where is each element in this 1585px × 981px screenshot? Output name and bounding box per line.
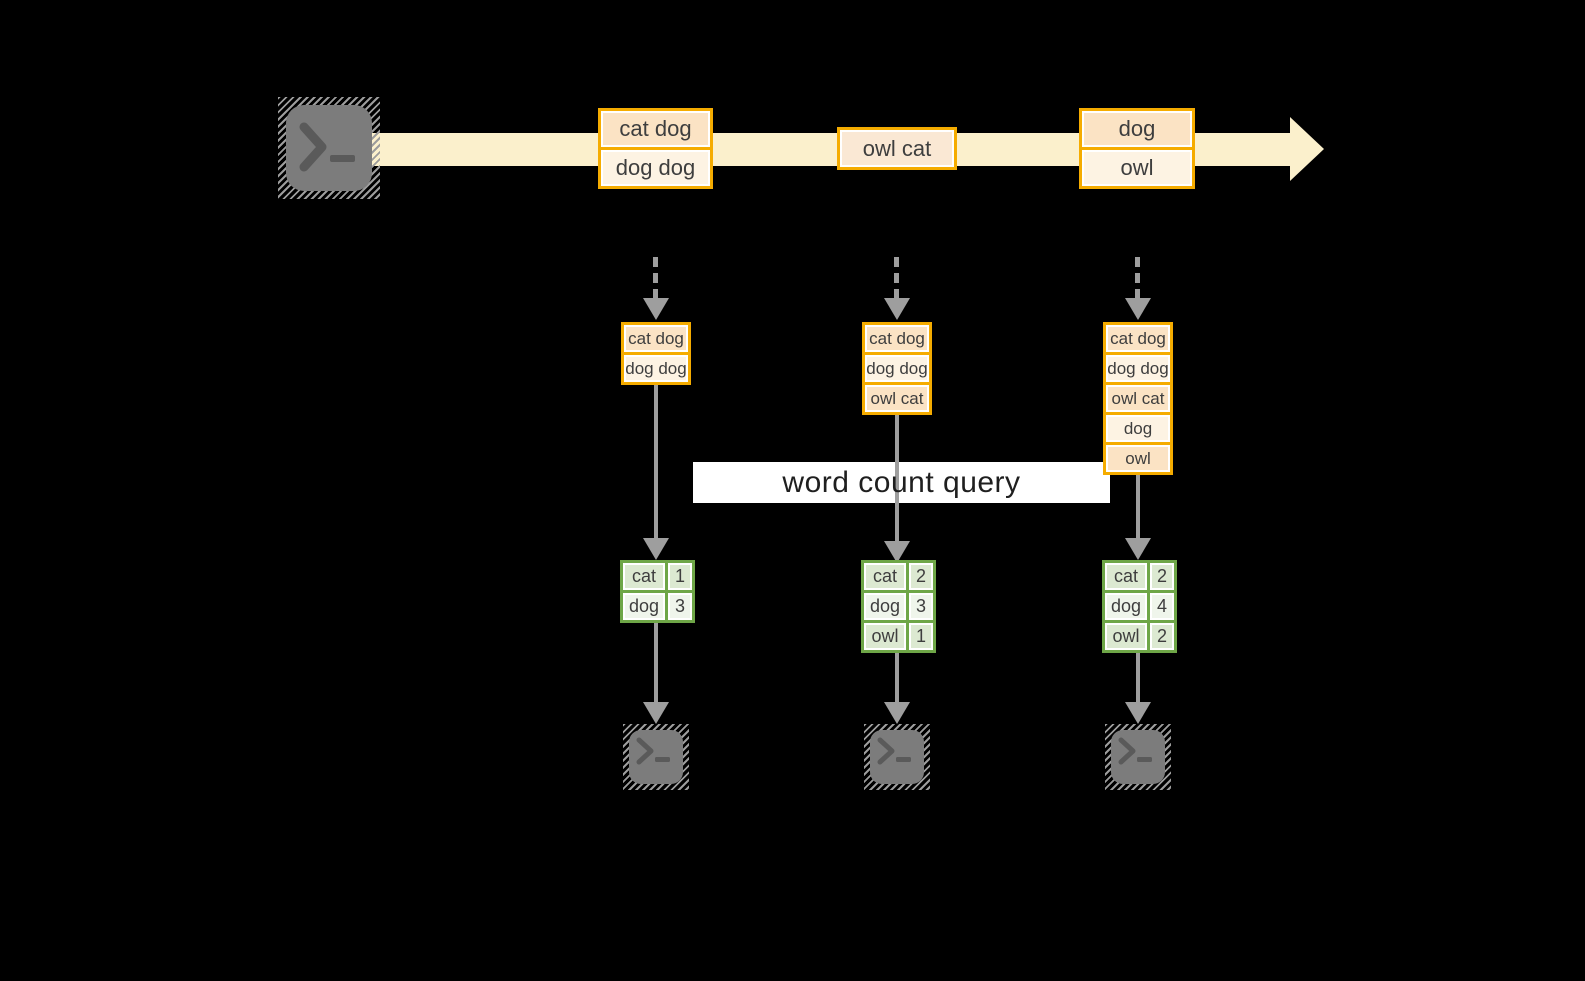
- table-row: cat 1: [620, 560, 695, 593]
- terminal-body: [629, 730, 683, 784]
- count-cell: 2: [1147, 620, 1177, 653]
- count-table-1: cat 1 dog 3: [620, 560, 695, 623]
- buffer-line: owl cat: [862, 382, 932, 415]
- buffer-line: dog: [1103, 412, 1173, 445]
- buffer-line: owl cat: [1103, 382, 1173, 415]
- buffer-stack-1: cat dog dog dog: [621, 322, 691, 385]
- terminal-prompt-icon: [1118, 737, 1152, 765]
- word-cell: owl: [1102, 620, 1150, 653]
- count-cell: 1: [665, 560, 695, 593]
- buffer-line: cat dog: [621, 322, 691, 355]
- terminal-body: [870, 730, 924, 784]
- table-row: dog 3: [861, 590, 936, 623]
- buffer-line: owl: [1103, 442, 1173, 475]
- arrowhead-icon: [1125, 298, 1151, 320]
- arrowhead-icon: [643, 702, 669, 724]
- arrowhead-icon: [643, 298, 669, 320]
- buffer-line: dog dog: [1103, 352, 1173, 385]
- connector-line: [654, 623, 658, 702]
- arrowhead-icon: [643, 538, 669, 560]
- count-cell: 3: [906, 590, 936, 623]
- terminal-prompt-icon: [299, 122, 355, 172]
- word-cell: cat: [620, 560, 668, 593]
- count-cell: 3: [665, 590, 695, 623]
- table-row: owl 1: [861, 620, 936, 653]
- count-cell: 4: [1147, 590, 1177, 623]
- buffer-line: dog dog: [621, 352, 691, 385]
- buffer-line: cat dog: [1103, 322, 1173, 355]
- word-cell: dog: [1102, 590, 1150, 623]
- buffer-stack-2: cat dog dog dog owl cat: [862, 322, 932, 415]
- connector-line: [1136, 653, 1140, 702]
- count-table-3: cat 2 dog 4 owl 2: [1102, 560, 1177, 653]
- dashed-connector: [894, 257, 899, 299]
- connector-line: [1136, 475, 1140, 538]
- connector-line: [895, 415, 899, 541]
- arrowhead-icon: [884, 541, 910, 563]
- count-cell: 2: [906, 560, 936, 593]
- count-cell: 1: [906, 620, 936, 653]
- query-banner-label: word count query: [782, 465, 1021, 499]
- buffer-line: cat dog: [862, 322, 932, 355]
- event-line: dog: [1079, 108, 1195, 150]
- word-cell: cat: [861, 560, 909, 593]
- table-row: owl 2: [1102, 620, 1177, 653]
- dashed-connector: [653, 257, 658, 299]
- event-line: owl cat: [837, 127, 957, 170]
- arrowhead-icon: [1125, 702, 1151, 724]
- terminal-body: [286, 105, 372, 191]
- word-cell: owl: [861, 620, 909, 653]
- stream-arrowhead-icon: [1290, 117, 1324, 181]
- terminal-source-icon: [278, 97, 380, 199]
- terminal-sink-icon: [623, 724, 689, 790]
- table-row: cat 2: [1102, 560, 1177, 593]
- stream-event-box-3: dog owl: [1079, 108, 1195, 189]
- table-row: dog 3: [620, 590, 695, 623]
- arrowhead-icon: [884, 298, 910, 320]
- event-line: owl: [1079, 147, 1195, 189]
- arrowhead-icon: [884, 702, 910, 724]
- word-cell: dog: [620, 590, 668, 623]
- event-line: dog dog: [598, 147, 713, 189]
- query-banner-background: [693, 462, 1110, 503]
- count-cell: 2: [1147, 560, 1177, 593]
- stream-event-box-2: owl cat: [837, 127, 957, 170]
- table-row: dog 4: [1102, 590, 1177, 623]
- terminal-prompt-icon: [636, 737, 670, 765]
- connector-line: [654, 385, 658, 538]
- buffer-line: dog dog: [862, 352, 932, 385]
- terminal-sink-icon: [864, 724, 930, 790]
- event-line: cat dog: [598, 108, 713, 150]
- connector-line: [895, 653, 899, 702]
- terminal-prompt-icon: [877, 737, 911, 765]
- count-table-2: cat 2 dog 3 owl 1: [861, 560, 936, 653]
- word-cell: cat: [1102, 560, 1150, 593]
- buffer-stack-3: cat dog dog dog owl cat dog owl: [1103, 322, 1173, 475]
- table-row: cat 2: [861, 560, 936, 593]
- terminal-body: [1111, 730, 1165, 784]
- dashed-connector: [1135, 257, 1140, 299]
- terminal-sink-icon: [1105, 724, 1171, 790]
- stream-event-box-1: cat dog dog dog: [598, 108, 713, 189]
- arrowhead-icon: [1125, 538, 1151, 560]
- word-cell: dog: [861, 590, 909, 623]
